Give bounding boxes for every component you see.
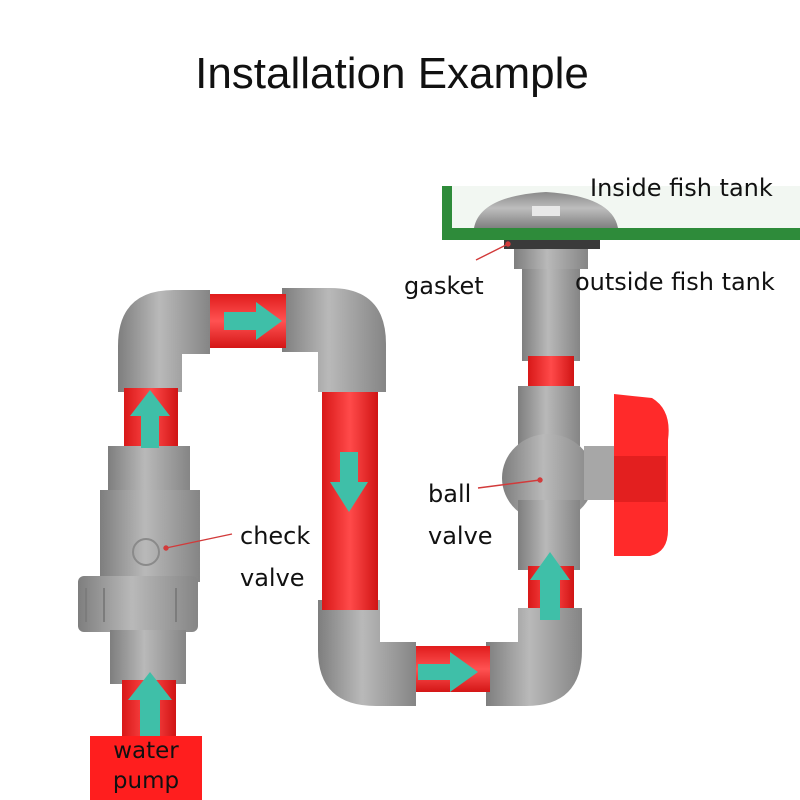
water-pump-block [90,736,202,800]
label-pump-2: pump [113,768,179,794]
bulkhead-nut [514,249,588,269]
label-check-valve-1: check [240,522,310,550]
leader-gasket-dot [505,241,511,247]
strainer-slot [532,206,560,216]
elbow-top-left [118,290,210,392]
leader-lines [163,241,543,551]
tank-wall-left [442,186,452,240]
check-valve-union-nut [78,576,198,632]
arrow-up-left-icon [130,390,170,448]
pipe-red-top-right [528,356,574,390]
leader-ball-valve-dot [537,477,543,483]
arrow-right-top-icon [224,302,282,340]
label-pump-1: water [113,738,179,764]
arrow-down-middle-icon [330,452,368,512]
tank-fitting [474,192,618,361]
label-inside-tank: Inside fish tank [590,174,773,202]
check-valve-emblem-icon [132,538,160,566]
check-valve-body [100,490,200,582]
elbow-top-right [282,288,386,392]
bulkhead-body [522,269,580,361]
ball-valve [502,386,669,570]
gasket-ring [504,240,600,249]
label-check-valve-2: valve [240,564,305,592]
flow-arrows [128,302,570,736]
arrow-right-bottom-icon [418,652,478,692]
leader-check-valve-dot [163,545,169,551]
page-title: Installation Example [195,49,589,98]
handle-shade [614,456,666,502]
label-ball-valve-2: valve [428,522,493,550]
check-valve [78,446,200,684]
handle-stem [584,446,614,500]
elbow-bottom-left [318,600,416,706]
arrow-up-pump-icon [128,672,172,736]
label-outside-tank: outside fish tank [575,268,775,296]
leader-check-valve [165,533,233,549]
elbow-bottom-right [486,608,582,706]
label-gasket: gasket [404,272,484,300]
tank-bottom [442,228,800,240]
leader-ball-valve [477,479,541,489]
label-ball-valve-1: ball [428,480,471,508]
arrow-up-right-icon [530,552,570,620]
leader-gasket [475,243,509,261]
check-valve-cap [108,446,190,494]
